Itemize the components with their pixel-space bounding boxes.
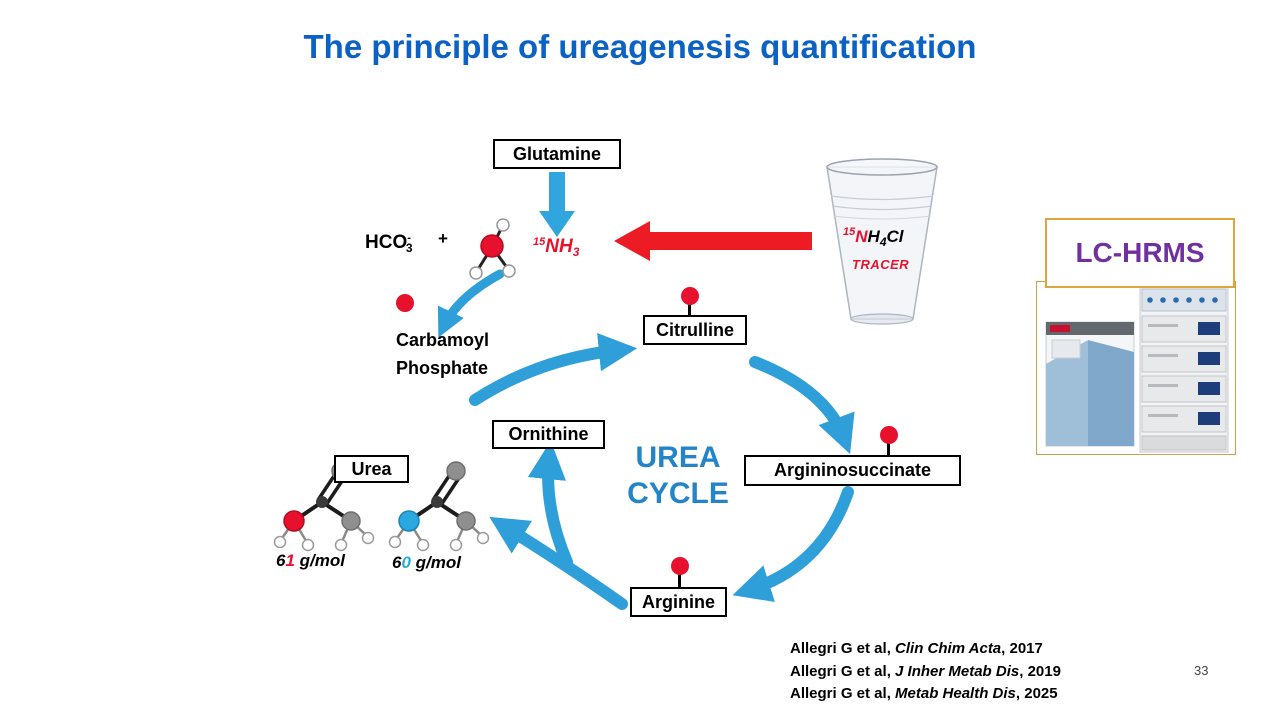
arginine-box: Arginine bbox=[630, 587, 727, 617]
citrulline-box: Citrulline bbox=[643, 315, 747, 345]
mass60-unit: g/mol bbox=[410, 553, 461, 572]
urea-14n-molecule bbox=[388, 461, 490, 552]
tracer-caption: TRACER bbox=[852, 257, 910, 272]
lc-hrms-image-frame bbox=[1036, 281, 1236, 455]
pin-stick-argininosuccinate bbox=[887, 443, 890, 456]
urea-label: Urea bbox=[351, 458, 392, 479]
citation-3-journal: Metab Health Dis bbox=[895, 685, 1016, 702]
carbamoyl-line2: Phosphate bbox=[396, 358, 489, 378]
citation-line-1: Allegri G et al, Clin Chim Acta, 2017 bbox=[790, 638, 1061, 661]
tracer-cup bbox=[826, 158, 938, 325]
citation-2-year: , 2019 bbox=[1019, 662, 1061, 680]
lc-hrms-label-box: LC-HRMS bbox=[1045, 218, 1235, 288]
lc-hrms-instrument-illustration bbox=[1045, 286, 1229, 453]
red-pin-arginine bbox=[671, 557, 689, 575]
ornithine-box: Ornithine bbox=[492, 420, 605, 449]
glutamine-box: Glutamine bbox=[493, 139, 621, 169]
urea-box: Urea bbox=[334, 455, 409, 483]
lc-hrms-label: LC-HRMS bbox=[1075, 237, 1205, 268]
tracer-h-count: 4 bbox=[879, 235, 887, 249]
red-pin-citrulline bbox=[681, 287, 699, 305]
tracer-arrow bbox=[614, 221, 812, 261]
hco3-main: HCO bbox=[365, 232, 408, 253]
tracer-cup-label: 15NH4Cl bbox=[843, 226, 904, 249]
citrulline-label: Citrulline bbox=[655, 319, 734, 340]
nh3-label: 15NH3 bbox=[533, 236, 579, 259]
citation-3-authors: Allegri G et al, bbox=[790, 685, 896, 702]
mass-60-label: 60 g/mol bbox=[392, 553, 461, 573]
hco3-charge: - bbox=[407, 232, 411, 244]
arc-ornithine-to-citrulline bbox=[469, 333, 638, 406]
citation-2-journal: J Inher Metab Dis bbox=[895, 662, 1020, 680]
carbamoyl-phosphate-label: Carbamoyl Phosphate bbox=[396, 326, 489, 382]
urea-cycle-title: UREA CYCLE bbox=[595, 440, 761, 512]
plus-sign: + bbox=[438, 229, 448, 248]
mass61-unit: g/mol bbox=[294, 551, 345, 570]
arginine-label: Arginine bbox=[641, 591, 715, 612]
pin-stick-citrulline bbox=[688, 304, 691, 316]
pin-stick-arginine bbox=[678, 574, 681, 588]
glutamine-label: Glutamine bbox=[512, 143, 601, 164]
mass61-prefix: 6 bbox=[276, 551, 286, 570]
arc-arginine-to-ornithine bbox=[527, 440, 573, 568]
arc-argininosuccinate-to-arginine bbox=[732, 486, 854, 602]
citation-1-year: , 2017 bbox=[1001, 640, 1043, 657]
glutamine-down-arrow bbox=[539, 172, 575, 237]
argininosuccinate-box: Argininosuccinate bbox=[744, 455, 961, 486]
tracer-h: H bbox=[867, 227, 880, 246]
citations: Allegri G et al, Clin Chim Acta, 2017 Al… bbox=[790, 638, 1061, 706]
citation-line-2: Allegri G et al, J Inher Metab Dis, 2019 bbox=[790, 661, 1061, 684]
citation-1-journal: Clin Chim Acta bbox=[895, 640, 1002, 657]
tracer-cl: Cl bbox=[886, 227, 904, 246]
tracer-n: N bbox=[855, 227, 868, 246]
citation-2-authors: Allegri G et al, bbox=[790, 662, 896, 680]
slide-page-number: 33 bbox=[1194, 663, 1209, 678]
hco3-label: HCO-3 bbox=[365, 232, 413, 255]
mass60-prefix: 6 bbox=[392, 553, 402, 572]
nh3-count: 3 bbox=[572, 245, 580, 259]
tracer-isotope: 15 bbox=[843, 226, 856, 238]
citation-line-3: Allegri G et al, Metab Health Dis, 2025 bbox=[790, 683, 1061, 706]
red-pin-carbamoyl bbox=[396, 294, 414, 312]
citation-3-year: , 2025 bbox=[1015, 685, 1058, 702]
urea-cycle-line1: UREA bbox=[635, 441, 721, 474]
nh3-molecule bbox=[469, 218, 516, 280]
ornithine-label: Ornithine bbox=[508, 424, 589, 444]
argininosuccinate-label: Argininosuccinate bbox=[773, 460, 932, 480]
arc-citrulline-to-argininosuccinate bbox=[749, 356, 855, 455]
slide-title: The principle of ureagenesis quantificat… bbox=[303, 28, 977, 65]
nh3-main: NH bbox=[545, 236, 573, 257]
mass61-isotope-digit: 1 bbox=[285, 551, 295, 570]
urea-cycle-line2: CYCLE bbox=[627, 477, 729, 510]
mass60-isotope-digit: 0 bbox=[401, 553, 411, 572]
citation-1-authors: Allegri G et al, bbox=[790, 640, 896, 657]
carbamoyl-line1: Carbamoyl bbox=[396, 330, 490, 350]
red-pin-argininosuccinate bbox=[880, 426, 898, 444]
arc-nh3-to-carbamoyl bbox=[437, 269, 505, 338]
mass-61-label: 61 g/mol bbox=[276, 551, 345, 571]
hco3-count: 3 bbox=[405, 241, 413, 255]
nh3-isotope: 15 bbox=[533, 236, 546, 248]
